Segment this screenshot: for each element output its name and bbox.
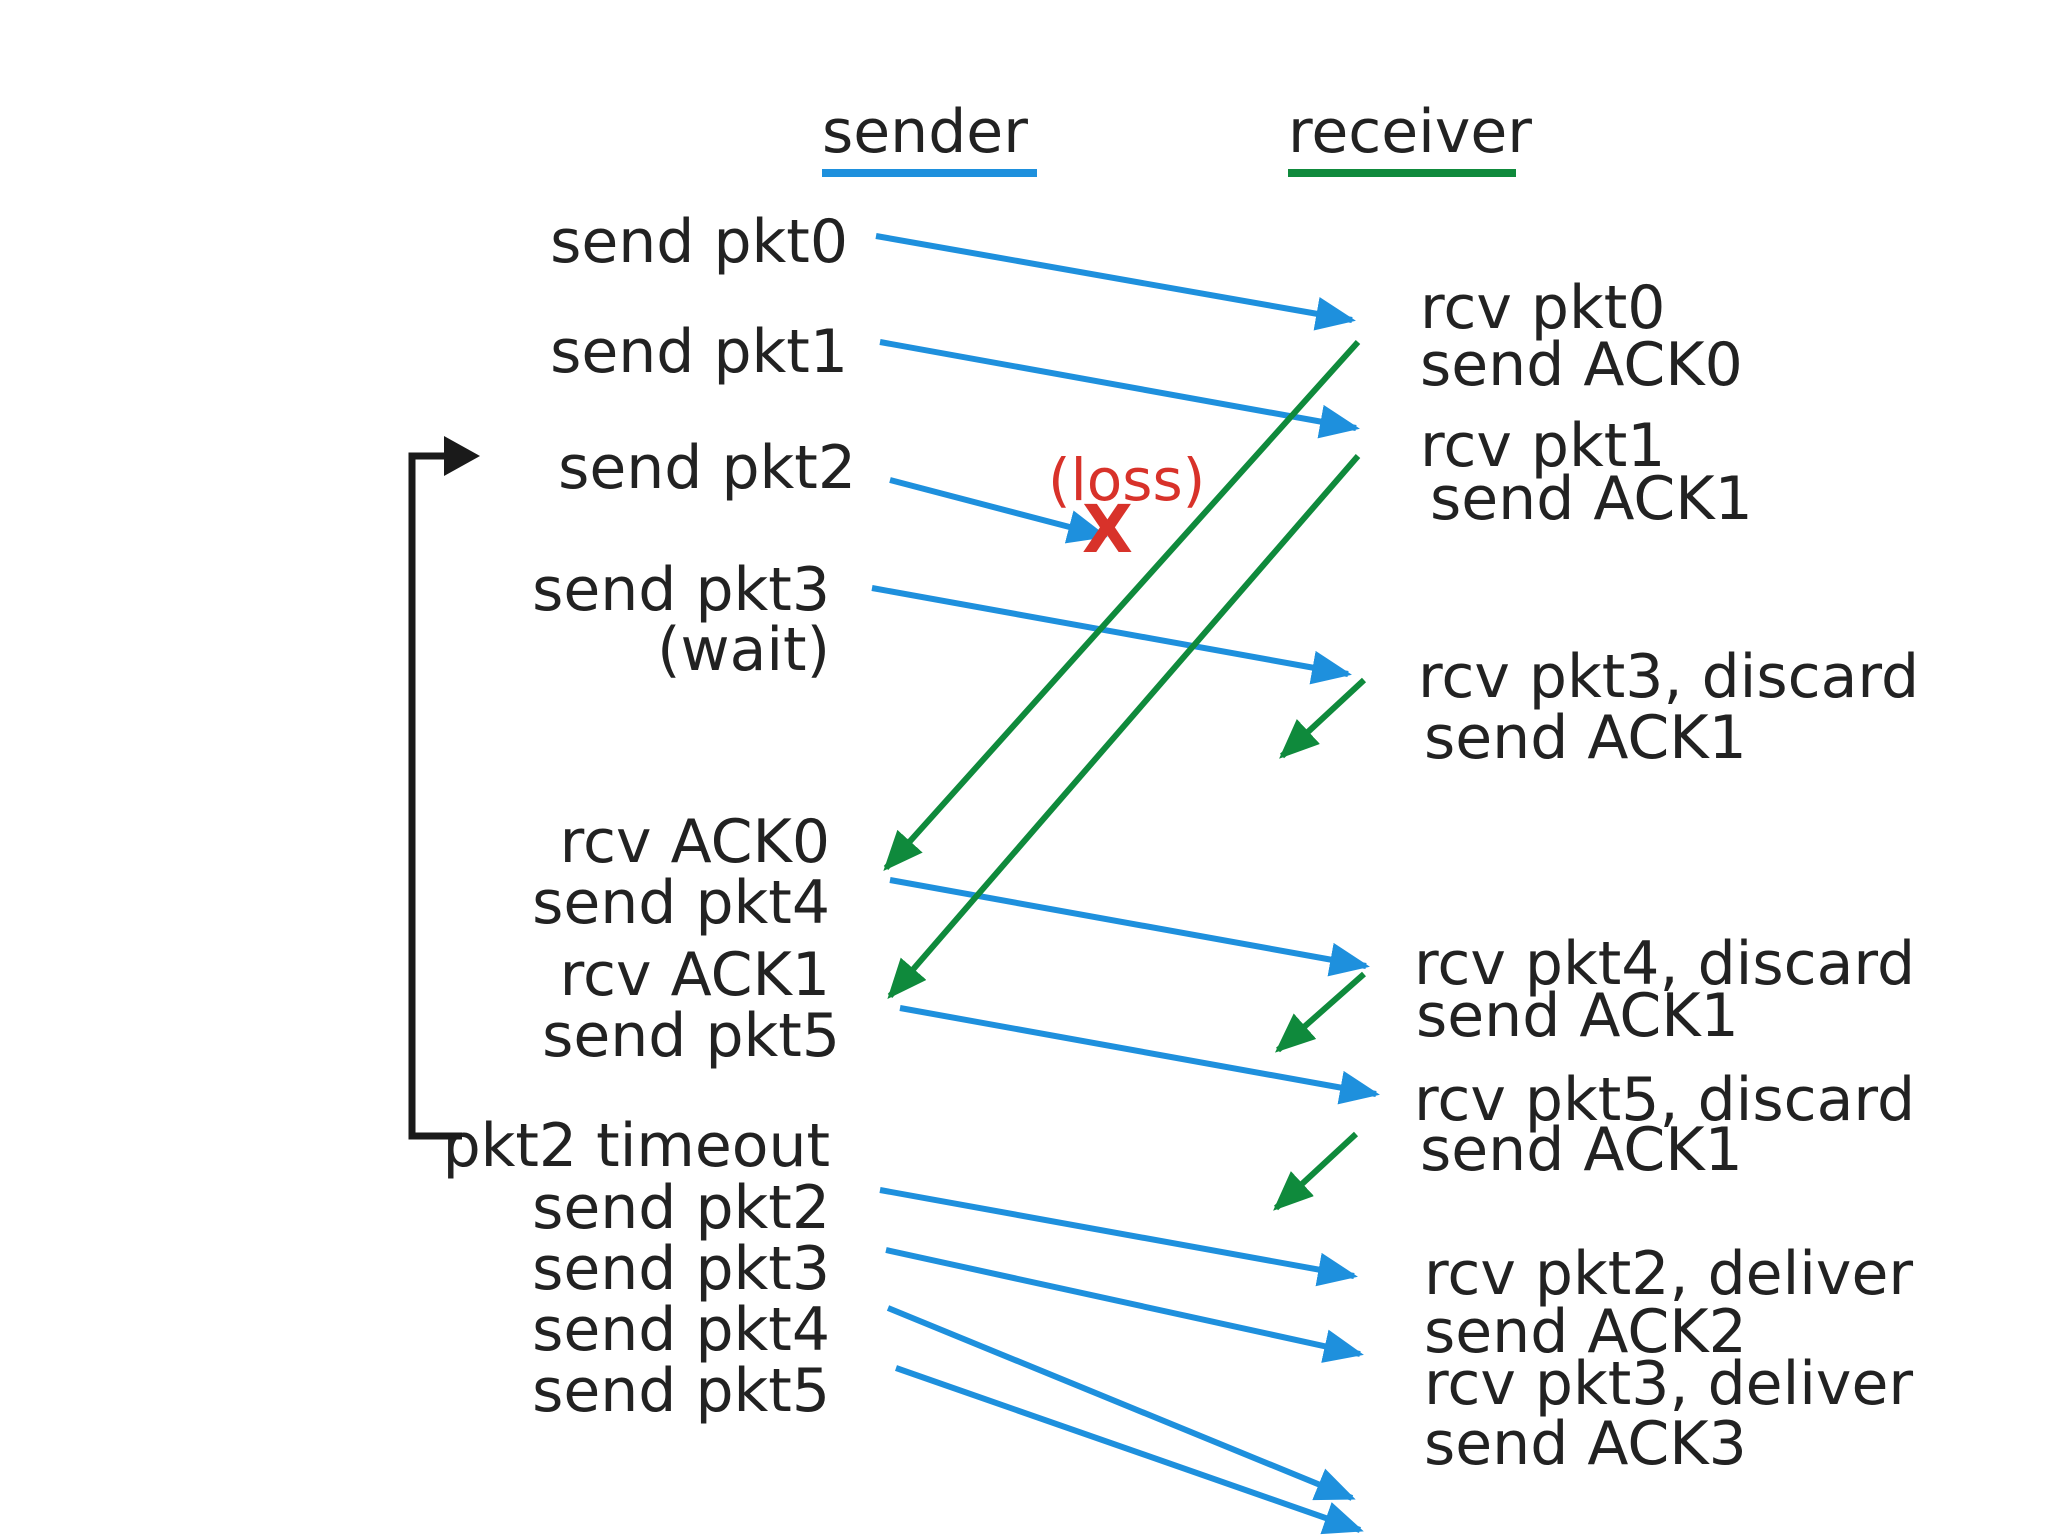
label-rcv-pkt0: rcv pkt0 — [1420, 273, 1665, 343]
label-wait: (wait) — [657, 615, 830, 685]
label-resend-pkt4: send pkt4 — [532, 1295, 830, 1365]
label-send-ack3: send ACK3 — [1424, 1409, 1747, 1479]
arrow-resend-pkt3 — [885, 1247, 1364, 1363]
label-send-ack0: send ACK0 — [1420, 330, 1743, 400]
arrow-resend-pkt5 — [895, 1365, 1364, 1535]
packet-arrows — [871, 233, 1380, 1535]
label-rcv-pkt5-discard: rcv pkt5, discard — [1414, 1065, 1915, 1135]
label-send-pkt5: send pkt5 — [542, 1001, 840, 1071]
label-send-ack1-a: send ACK1 — [1430, 464, 1753, 534]
label-rcv-pkt4-discard: rcv pkt4, discard — [1414, 929, 1915, 999]
loss-label: (loss) — [1048, 446, 1205, 514]
timeout-bracket — [408, 452, 462, 1140]
sender-header: sender — [822, 97, 1028, 167]
arrow-pkt5 — [899, 1005, 1380, 1105]
label-resend-pkt3: send pkt3 — [532, 1234, 830, 1304]
label-rcv-ack0: rcv ACK0 — [560, 807, 830, 877]
label-rcv-pkt3-deliver: rcv pkt3, deliver — [1424, 1349, 1913, 1419]
label-resend-pkt5: send pkt5 — [532, 1356, 830, 1426]
sender-labels: send pkt0 send pkt1 send pkt2 send pkt3 … — [443, 207, 856, 1426]
label-send-pkt1: send pkt1 — [550, 317, 848, 387]
label-send-pkt0: send pkt0 — [550, 207, 848, 277]
label-send-ack1-c: send ACK1 — [1416, 981, 1739, 1051]
label-rcv-pkt2-deliver: rcv pkt2, deliver — [1424, 1239, 1913, 1309]
label-send-pkt3: send pkt3 — [532, 555, 830, 625]
arrow-pkt3 — [871, 585, 1352, 685]
receiver-header: receiver — [1288, 97, 1532, 167]
arrow-pkt1 — [879, 339, 1360, 439]
label-send-ack1-d: send ACK1 — [1420, 1115, 1743, 1185]
label-send-pkt4: send pkt4 — [532, 868, 830, 938]
label-send-pkt2: send pkt2 — [558, 433, 856, 503]
label-send-ack1-b: send ACK1 — [1424, 703, 1747, 773]
ack-arrows — [883, 339, 1367, 1211]
loss-x-mark: X — [1082, 491, 1133, 568]
label-send-ack2: send ACK2 — [1424, 1297, 1747, 1367]
timeout-arrowhead — [444, 436, 480, 476]
label-rcv-pkt1: rcv pkt1 — [1420, 411, 1665, 481]
arrow-pkt0 — [875, 233, 1356, 331]
arrow-ack1 — [887, 454, 1361, 1000]
arrow-resend-pkt4 — [886, 1305, 1356, 1501]
label-rcv-ack1: rcv ACK1 — [560, 940, 830, 1010]
arrow-pkt4 — [889, 877, 1370, 977]
arrow-resend-pkt2 — [879, 1187, 1358, 1287]
label-rcv-pkt3-discard: rcv pkt3, discard — [1418, 642, 1919, 712]
arrow-ack1-dup-3 — [1273, 1131, 1359, 1211]
arrow-ack1-dup-1 — [1279, 677, 1367, 759]
label-pkt2-timeout: pkt2 timeout — [443, 1111, 830, 1181]
arrow-pkt2-lost — [889, 477, 1108, 544]
label-resend-pkt2: send pkt2 — [532, 1173, 830, 1243]
receiver-labels: rcv pkt0 send ACK0 rcv pkt1 send ACK1 rc… — [1414, 273, 1919, 1479]
arrow-ack0 — [883, 339, 1361, 871]
arrow-ack1-dup-2 — [1275, 971, 1366, 1053]
